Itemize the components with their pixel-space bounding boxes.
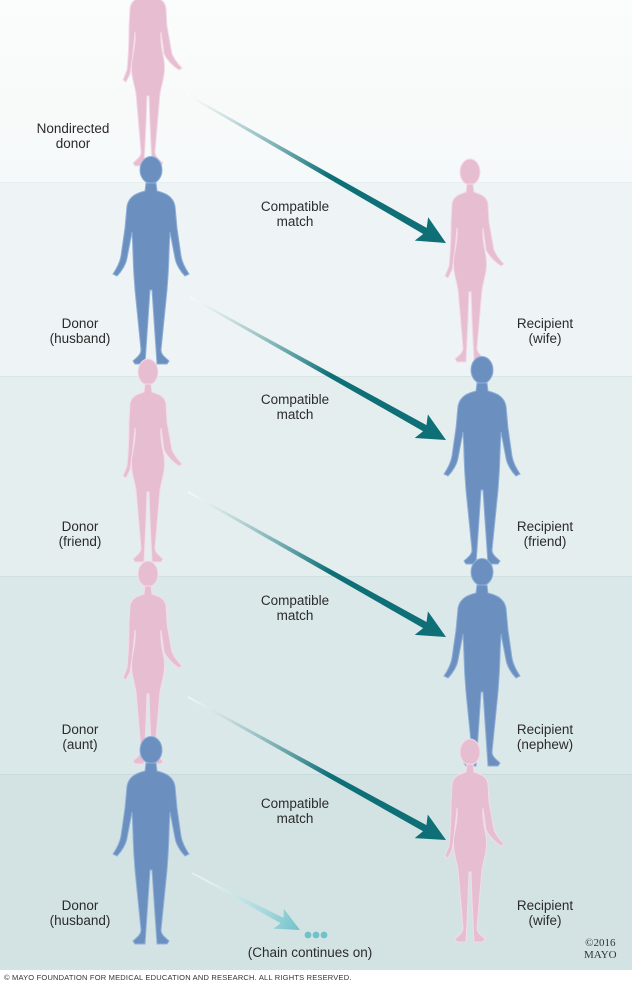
band-row-3 — [0, 376, 632, 577]
footer-copyright: © MAYO FOUNDATION FOR MEDICAL EDUCATION … — [4, 973, 352, 982]
label-chain-continues: (Chain continues on) — [247, 945, 373, 960]
band-row-1 — [0, 0, 632, 182]
arrow-match-2 — [189, 296, 447, 441]
label-recipient-wife-2: Recipient(wife) — [516, 898, 574, 928]
arrow-match-3 — [187, 491, 446, 637]
figure-donor-aunt — [122, 560, 183, 765]
ellipsis-dot — [304, 931, 312, 939]
figure-donor-friend — [122, 358, 183, 563]
band-row-2 — [0, 182, 632, 377]
band-row-4 — [0, 576, 632, 775]
label-recipient-friend: Recipient(friend) — [516, 519, 574, 549]
label-recipient-wife-1: Recipient(wife) — [516, 316, 574, 346]
arrow-chain-continues — [191, 872, 301, 931]
label-donor-husband-2: Donor(husband) — [49, 898, 111, 928]
ellipsis-dot — [320, 931, 328, 939]
figure-nondirected-donor — [122, 0, 183, 167]
ellipsis-dots — [304, 931, 328, 939]
ellipsis-dot — [312, 931, 320, 939]
label-donor-friend: Donor(friend) — [58, 519, 102, 549]
footer-band — [0, 970, 632, 986]
label-recipient-nephew: Recipient(nephew) — [516, 722, 574, 752]
label-donor-husband-1: Donor(husband) — [49, 316, 111, 346]
label-donor-aunt: Donor(aunt) — [61, 722, 99, 752]
arrow-match-1 — [185, 93, 446, 243]
arrow-match-4 — [187, 696, 447, 841]
